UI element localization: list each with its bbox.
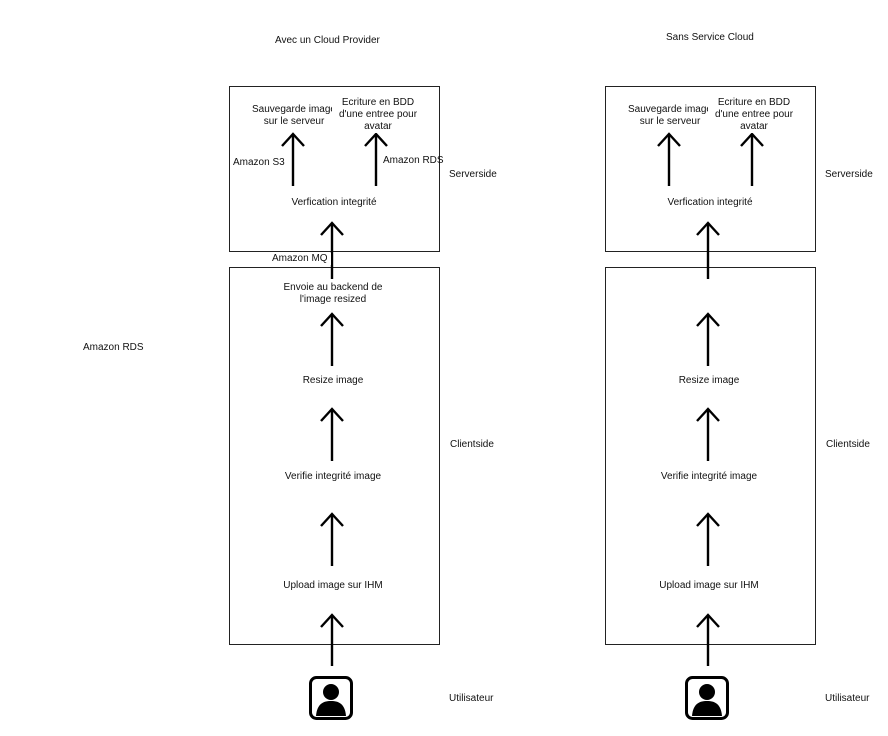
left-verify-image-node: Verifie integrité image xyxy=(275,471,391,483)
right-serverside-box xyxy=(605,86,816,252)
right-resize-node: Resize image xyxy=(672,375,746,387)
amazon-rds-side-label: Amazon RDS xyxy=(83,342,144,353)
user-avatar-icon xyxy=(685,676,729,720)
left-label-amazon-rds: Amazon RDS xyxy=(383,155,444,166)
left-save-image-node: Sauvegarde image sur le serveur xyxy=(241,104,347,128)
left-clientside-label: Clientside xyxy=(450,439,494,450)
left-label-amazon-mq: Amazon MQ xyxy=(271,253,331,265)
right-clientside-box xyxy=(605,267,816,645)
left-diagram-title: Avec un Cloud Provider xyxy=(275,35,380,46)
right-diagram-title: Sans Service Cloud xyxy=(666,32,754,43)
left-send-backend-node: Envoie au backend de l'image resized xyxy=(276,282,390,306)
left-serverside-box xyxy=(229,86,440,252)
right-clientside-label: Clientside xyxy=(826,439,870,450)
left-upload-node: Upload image sur IHM xyxy=(280,580,386,592)
right-user-label: Utilisateur xyxy=(825,693,870,704)
left-serverside-label: Serverside xyxy=(449,169,497,180)
left-clientside-box xyxy=(229,267,440,645)
left-resize-node: Resize image xyxy=(296,375,370,387)
user-avatar-icon xyxy=(309,676,353,720)
right-verify-image-node: Verifie integrité image xyxy=(651,471,767,483)
right-db-entry-node: Ecriture en BDD d'une entree pour avatar xyxy=(708,97,800,133)
right-save-image-node: Sauvegarde image sur le serveur xyxy=(617,104,723,128)
left-verify-node: Verfication integrité xyxy=(280,197,388,209)
left-label-amazon-s3: Amazon S3 xyxy=(233,157,285,168)
right-upload-node: Upload image sur IHM xyxy=(656,580,762,592)
left-user-label: Utilisateur xyxy=(449,693,494,704)
right-serverside-label: Serverside xyxy=(825,169,873,180)
left-db-entry-node: Ecriture en BDD d'une entree pour avatar xyxy=(332,97,424,133)
right-verify-node: Verfication integrité xyxy=(656,197,764,209)
